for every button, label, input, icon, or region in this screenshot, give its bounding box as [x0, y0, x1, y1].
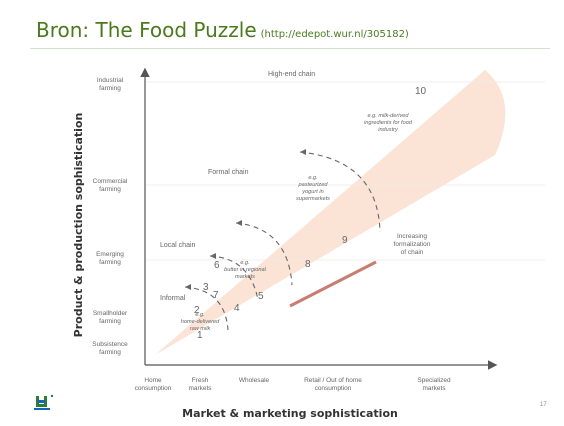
page-number: 17	[540, 402, 547, 408]
chain-boundaries	[184, 151, 381, 331]
source-url: (http://edepot.wur.nl/305182)	[260, 29, 409, 40]
slide-title: Bron: The Food Puzzle(http://edepot.wur.…	[36, 18, 409, 42]
chain-label-informal: Informal	[160, 295, 186, 302]
step-1: 1	[197, 330, 203, 341]
wur-logo-icon	[34, 394, 54, 410]
boundary-high-end	[299, 151, 381, 233]
step-5: 5	[258, 291, 264, 302]
step-8: 8	[305, 259, 311, 270]
chain-label-local: Local chain	[160, 242, 196, 249]
y-axis-title: Product & production sophistication	[72, 113, 85, 338]
step-4: 4	[234, 303, 240, 314]
gridlines	[145, 81, 545, 261]
formalization-arrow	[289, 260, 377, 308]
step-7: 7	[213, 290, 219, 301]
step-10: 10	[415, 86, 427, 97]
step-2: 2	[194, 305, 200, 316]
boundary-local	[209, 255, 259, 301]
chain-label-formal: Formal chain	[208, 169, 249, 176]
boundary-arrowheads	[185, 149, 306, 290]
title-text: Bron: The Food Puzzle	[36, 18, 257, 42]
chain-label-high-end: High-end chain	[268, 71, 315, 78]
title-divider	[30, 48, 550, 49]
step-3: 3	[203, 282, 209, 293]
chain-labels: High-end chain Formal chain Local chain …	[160, 71, 315, 302]
step-numbers: 1 2 3 4 5 6 7 8 9 10	[194, 86, 427, 341]
x-tick-wholesale: Wholesale	[239, 377, 270, 384]
step-9: 9	[342, 235, 348, 246]
boundary-formal	[235, 222, 293, 286]
formalization-wedge	[155, 70, 506, 355]
x-axis-title: Market & marketing sophistication	[182, 407, 398, 420]
step-6: 6	[214, 260, 220, 271]
